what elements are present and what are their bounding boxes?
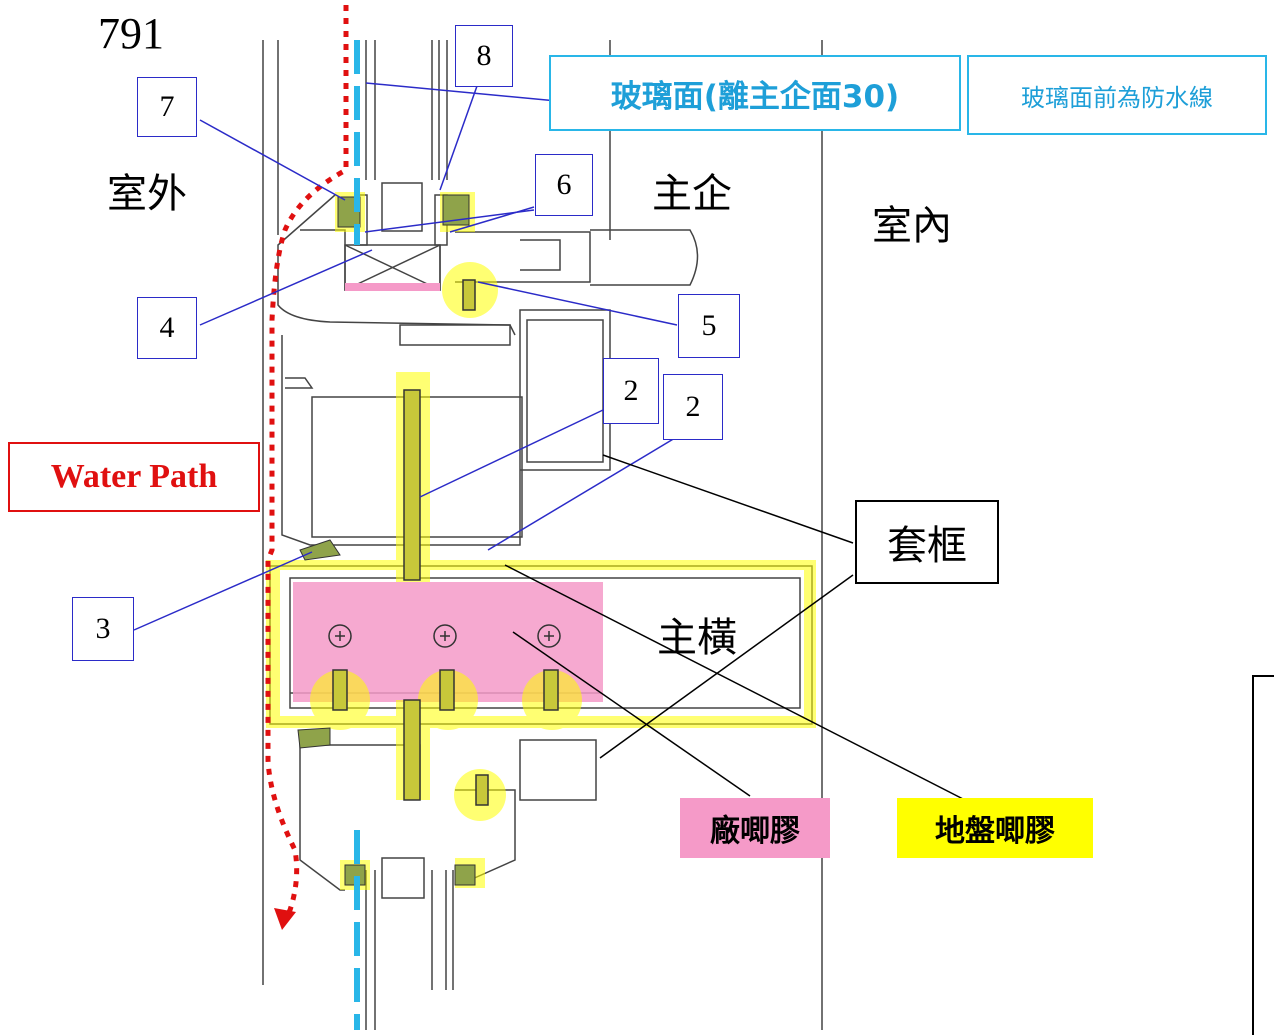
legend-factory-sealant: 廠唧膠 — [680, 798, 830, 858]
page-number: 791 — [98, 9, 164, 58]
region-indoor: 室內 — [872, 203, 952, 249]
part-number-2a: 2 — [603, 358, 659, 424]
adjacent-drawing-frame — [1252, 675, 1274, 1035]
part-number-7: 7 — [137, 77, 197, 137]
legend-site-sealant: 地盤唧膠 — [897, 798, 1093, 858]
part-number-4: 4 — [137, 297, 197, 359]
part-number-3: 3 — [72, 597, 134, 661]
part-number-5: 5 — [678, 294, 740, 358]
part-number-8: 8 — [455, 25, 513, 87]
glass-face-callout: 玻璃面(離主企面30) — [549, 55, 961, 131]
part-number-2b: 2 — [663, 374, 723, 440]
region-main-transom: 主橫 — [657, 615, 737, 661]
water-path-label: Water Path — [8, 442, 260, 512]
sub-frame-label: 套框 — [855, 500, 999, 584]
region-main-mullion: 主企 — [652, 171, 732, 217]
part-number-6: 6 — [535, 154, 593, 216]
waterproof-line-note: 玻璃面前為防水線 — [967, 55, 1267, 135]
region-outdoor: 室外 — [107, 171, 187, 217]
